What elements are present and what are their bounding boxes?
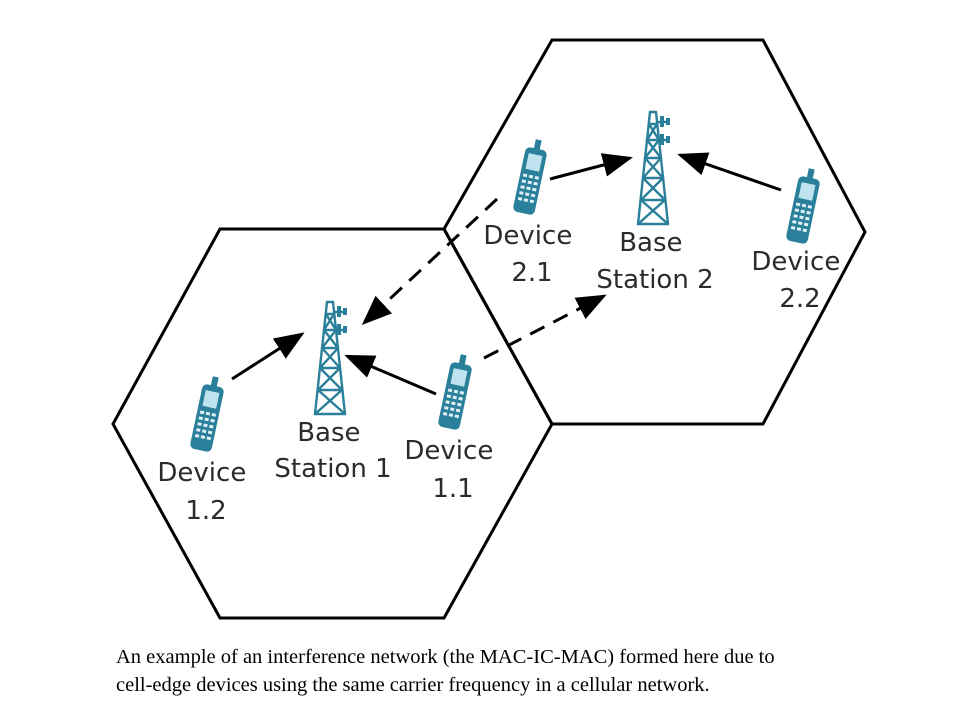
caption-line-1: An example of an interference network (t… — [116, 646, 775, 668]
device-2-2-label-line1: Device — [751, 247, 840, 277]
device-1-2-handset-icon — [189, 374, 227, 453]
base-station-2-label: Base Station 2 — [596, 228, 713, 295]
interference-link-device-2-1-to-bs-1 — [361, 197, 499, 326]
caption-line-2: cell-edge devices using the same carrier… — [116, 674, 710, 696]
link-device-1-2-to-bs-1 — [231, 332, 305, 381]
cell-2-hexagon — [442, 38, 867, 426]
device-2-1-handset-icon — [512, 137, 550, 216]
base-station-1-label-line2: Station 1 — [274, 454, 391, 484]
device-1-2-label-line2: 1.2 — [185, 496, 226, 526]
device-2-1-label-line1: Device — [483, 221, 572, 251]
device-2-1-label: Device 2.1 — [483, 221, 580, 288]
device-1-1-label: Device 1.1 — [404, 436, 501, 504]
figure-caption: An example of an interference network (t… — [116, 643, 916, 699]
link-device-2-1-to-bs-2 — [549, 153, 633, 181]
interference-link-device-1-1-to-bs-2 — [483, 294, 607, 360]
base-station-2-label-line1: Base — [619, 228, 682, 258]
device-2-2-label: Device 2.2 — [751, 247, 848, 314]
device-2-1-label-line2: 2.1 — [511, 258, 552, 288]
device-2-2-handset-icon — [785, 166, 823, 245]
link-device-2-2-to-bs-2 — [677, 152, 782, 192]
link-device-1-1-to-bs-1 — [344, 354, 437, 396]
base-station-2-tower-icon — [636, 110, 672, 226]
base-station-1-label: Base Station 1 — [274, 418, 391, 484]
device-1-2-label: Device 1.2 — [157, 458, 254, 526]
base-station-2-label-line2: Station 2 — [596, 265, 713, 295]
device-2-2-label-line2: 2.2 — [779, 284, 820, 314]
device-1-1-label-line2: 1.1 — [432, 474, 473, 504]
device-1-1-label-line1: Device — [404, 436, 493, 466]
base-station-1-tower-icon — [313, 300, 349, 416]
device-1-2-label-line1: Device — [157, 458, 246, 488]
base-station-1-label-line1: Base — [297, 418, 360, 448]
device-1-1-handset-icon — [437, 352, 475, 431]
